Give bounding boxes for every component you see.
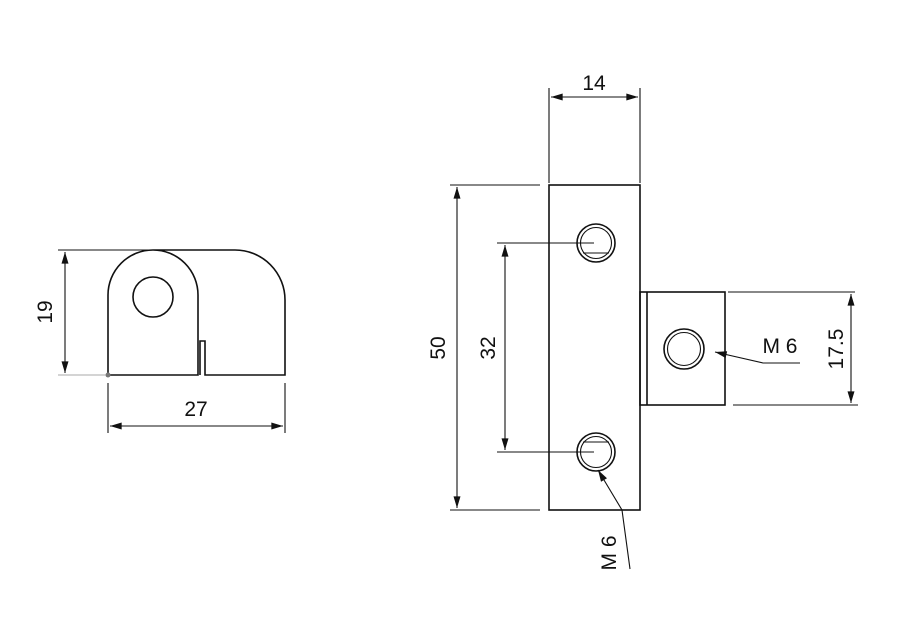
leader-bottom-thread: [597, 469, 631, 570]
dim-17-5-label: 17.5: [825, 329, 848, 370]
leader-side-thread: [714, 351, 800, 364]
reference-point: [105, 372, 111, 378]
side-hole: [132, 276, 174, 318]
dim-14-label: 14: [582, 72, 606, 95]
block-hole: [663, 328, 705, 370]
side-view-outline: [107, 249, 286, 376]
dim-50-label: 50: [427, 336, 450, 359]
side-block: [639, 291, 726, 406]
dim-27-label: 27: [184, 398, 207, 421]
thread-label-bottom: M 6: [598, 535, 621, 570]
thread-label-side: M 6: [762, 335, 797, 358]
mounting-plate: [548, 184, 641, 511]
front-view: 14 50 32 17.5 M 6 M 6: [427, 72, 858, 571]
dim-32-label: 32: [477, 336, 500, 359]
side-view: 19 27: [34, 249, 286, 433]
dim-19-label: 19: [34, 300, 57, 323]
